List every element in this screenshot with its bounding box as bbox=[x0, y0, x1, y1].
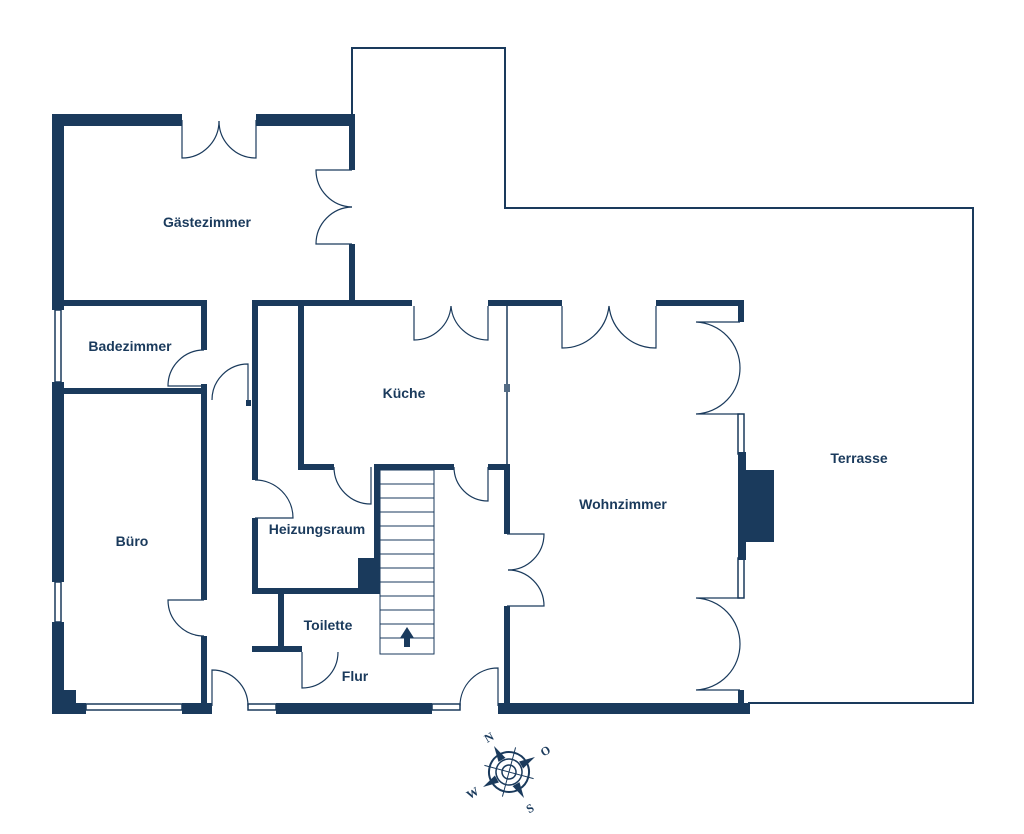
room-label-terrasse: Terrasse bbox=[830, 450, 888, 466]
room-label-buero: Büro bbox=[116, 533, 149, 549]
compass-east: O bbox=[538, 743, 553, 760]
room-label-gaestezimmer: Gästezimmer bbox=[163, 214, 251, 230]
compass-north: N bbox=[482, 729, 497, 746]
room-label-heizungsraum: Heizungsraum bbox=[269, 521, 365, 537]
room-label-kueche: Küche bbox=[383, 385, 426, 401]
compass-west: W bbox=[464, 784, 481, 802]
room-label-badezimmer: Badezimmer bbox=[88, 338, 172, 354]
staircase bbox=[379, 469, 435, 655]
door-swings bbox=[167, 120, 741, 707]
thin-dividers bbox=[504, 306, 510, 464]
room-label-wohnzimmer: Wohnzimmer bbox=[579, 496, 667, 512]
compass-south: S bbox=[524, 800, 537, 816]
terrace-outline bbox=[351, 47, 974, 704]
exterior-walls bbox=[52, 114, 750, 714]
interior-walls bbox=[52, 114, 774, 714]
room-label-flur: Flur bbox=[342, 668, 369, 684]
room-label-toilette: Toilette bbox=[304, 617, 353, 633]
stair-direction-arrow-icon bbox=[400, 627, 414, 647]
compass-rose-icon: N S W O bbox=[464, 729, 553, 816]
